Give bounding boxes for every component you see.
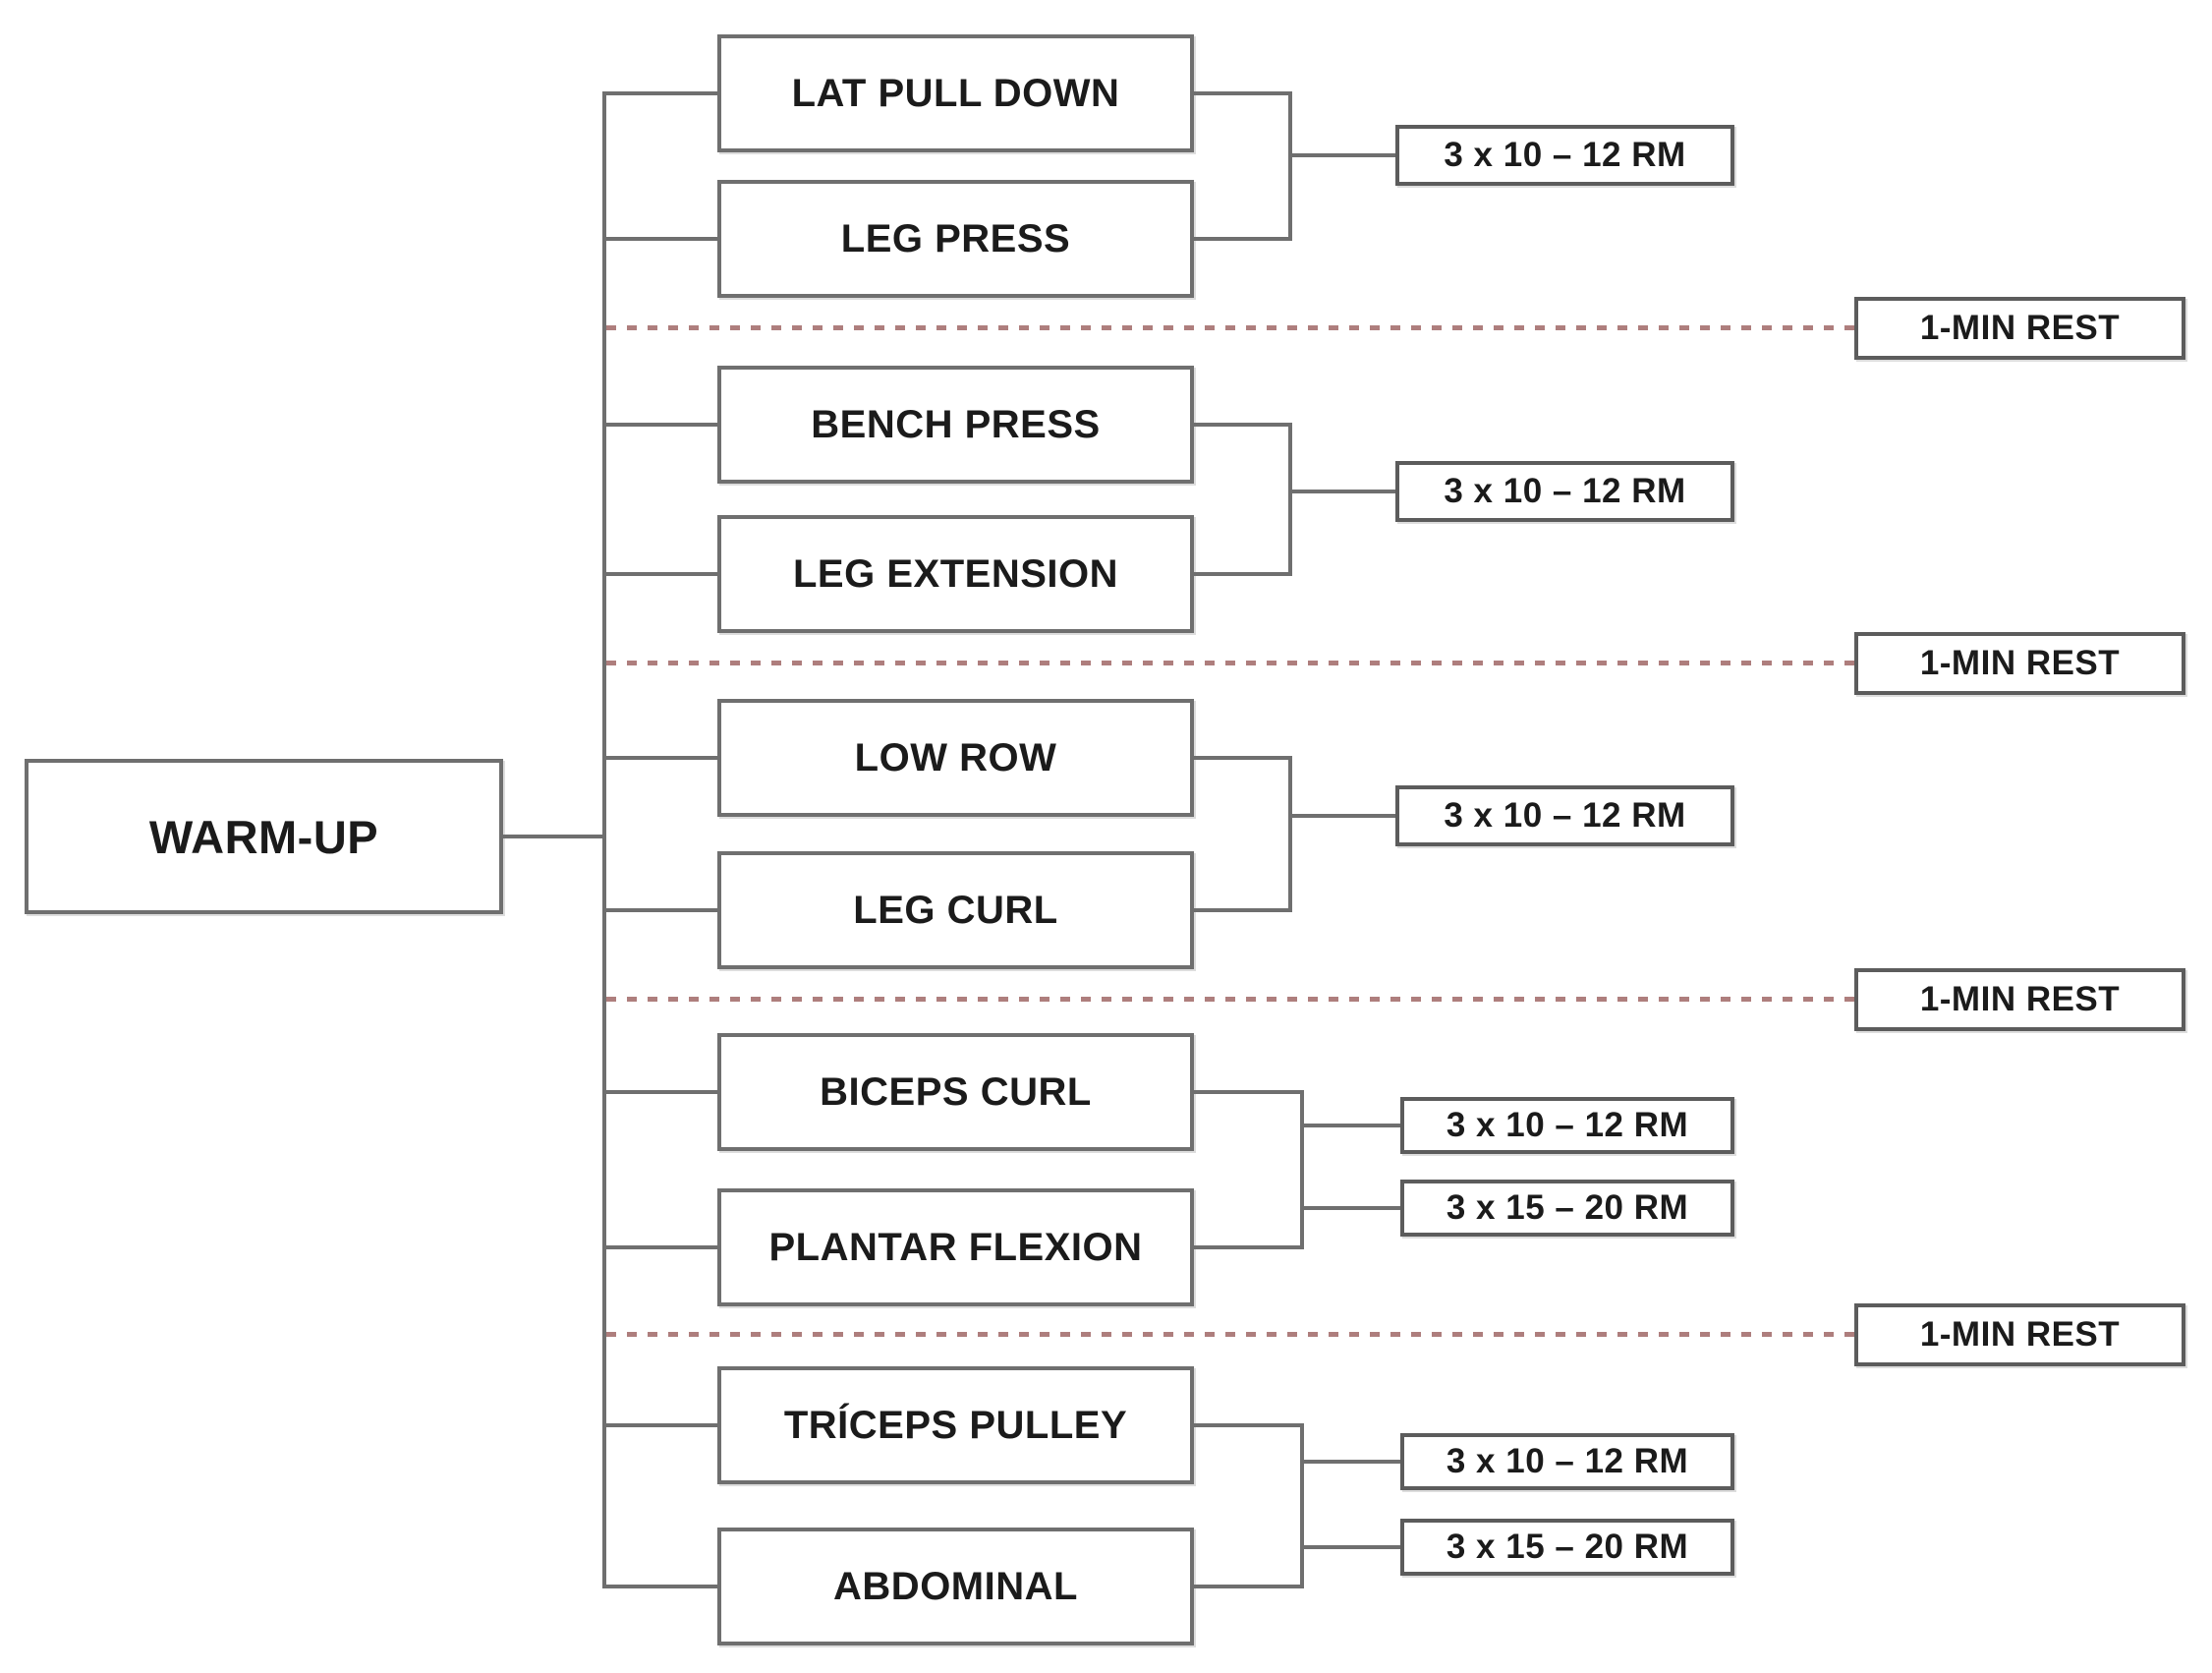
rest-box-3: 1-MIN REST — [1854, 968, 2185, 1031]
stub-line-leg-curl — [604, 908, 717, 912]
rest-dashed-line-1 — [606, 325, 1854, 330]
rest-box-1: 1-MIN REST — [1854, 297, 2185, 360]
set-box-group4-a: 3 x 10 – 12 RM — [1400, 1097, 1734, 1154]
pair-stub-line — [1194, 1090, 1302, 1094]
stub-line-lat-pull-down — [604, 91, 717, 95]
exercise-box-biceps-curl: BICEPS CURL — [717, 1033, 1194, 1151]
pair-stub-line — [1194, 1585, 1302, 1588]
set-connector-line — [1290, 814, 1395, 818]
set-connector-line — [1290, 153, 1395, 157]
warmup-box: WARM-UP — [25, 759, 503, 914]
set-box-group5-b: 3 x 15 – 20 RM — [1400, 1519, 1734, 1576]
pair-stub-line — [1194, 908, 1290, 912]
set-connector-line — [1290, 490, 1395, 493]
stub-line-plantar-flexion — [604, 1245, 717, 1249]
exercise-box-abdominal: ABDOMINAL — [717, 1528, 1194, 1645]
pair-stub-line — [1194, 572, 1290, 576]
exercise-box-lat-pull-down: LAT PULL DOWN — [717, 34, 1194, 152]
rest-dashed-line-3 — [606, 997, 1854, 1002]
rest-dashed-line-4 — [606, 1332, 1854, 1337]
pair-stub-line — [1194, 423, 1290, 427]
exercise-box-leg-extension: LEG EXTENSION — [717, 515, 1194, 633]
bracket-line-group4 — [1300, 1090, 1304, 1249]
set-connector-line — [1302, 1460, 1400, 1464]
set-box-group4-b: 3 x 15 – 20 RM — [1400, 1180, 1734, 1237]
rest-dashed-line-2 — [606, 661, 1854, 665]
set-box-group2: 3 x 10 – 12 RM — [1395, 461, 1734, 522]
rest-box-4: 1-MIN REST — [1854, 1303, 2185, 1366]
set-connector-line — [1302, 1124, 1400, 1127]
stub-line-bench-press — [604, 423, 717, 427]
set-box-group5-a: 3 x 10 – 12 RM — [1400, 1433, 1734, 1490]
stub-line-low-row — [604, 756, 717, 760]
set-connector-line — [1302, 1545, 1400, 1549]
pair-stub-line — [1194, 91, 1290, 95]
stub-line-leg-press — [604, 237, 717, 241]
bracket-line-group5 — [1300, 1423, 1304, 1588]
stub-line-biceps-curl — [604, 1090, 717, 1094]
pair-stub-line — [1194, 756, 1290, 760]
exercise-box-plantar-flexion: PLANTAR FLEXION — [717, 1188, 1194, 1306]
exercise-box-triceps-pulley: TRÍCEPS PULLEY — [717, 1366, 1194, 1484]
set-connector-line — [1302, 1206, 1400, 1210]
stub-line-leg-extension — [604, 572, 717, 576]
set-box-group3: 3 x 10 – 12 RM — [1395, 785, 1734, 846]
stub-line-abdominal — [604, 1585, 717, 1588]
set-box-group1: 3 x 10 – 12 RM — [1395, 125, 1734, 186]
exercise-box-leg-press: LEG PRESS — [717, 180, 1194, 298]
exercise-box-leg-curl: LEG CURL — [717, 851, 1194, 969]
exercise-box-low-row: LOW ROW — [717, 699, 1194, 817]
pair-stub-line — [1194, 1423, 1302, 1427]
bracket-line-group2 — [1288, 423, 1292, 576]
pair-stub-line — [1194, 237, 1290, 241]
bracket-line-group3 — [1288, 756, 1292, 912]
stub-line-triceps-pulley — [604, 1423, 717, 1427]
pair-stub-line — [1194, 1245, 1302, 1249]
bracket-line-group1 — [1288, 91, 1292, 241]
spine-line — [602, 91, 606, 1588]
rest-box-2: 1-MIN REST — [1854, 632, 2185, 695]
exercise-box-bench-press: BENCH PRESS — [717, 366, 1194, 484]
warmup-connector-line — [503, 835, 604, 838]
